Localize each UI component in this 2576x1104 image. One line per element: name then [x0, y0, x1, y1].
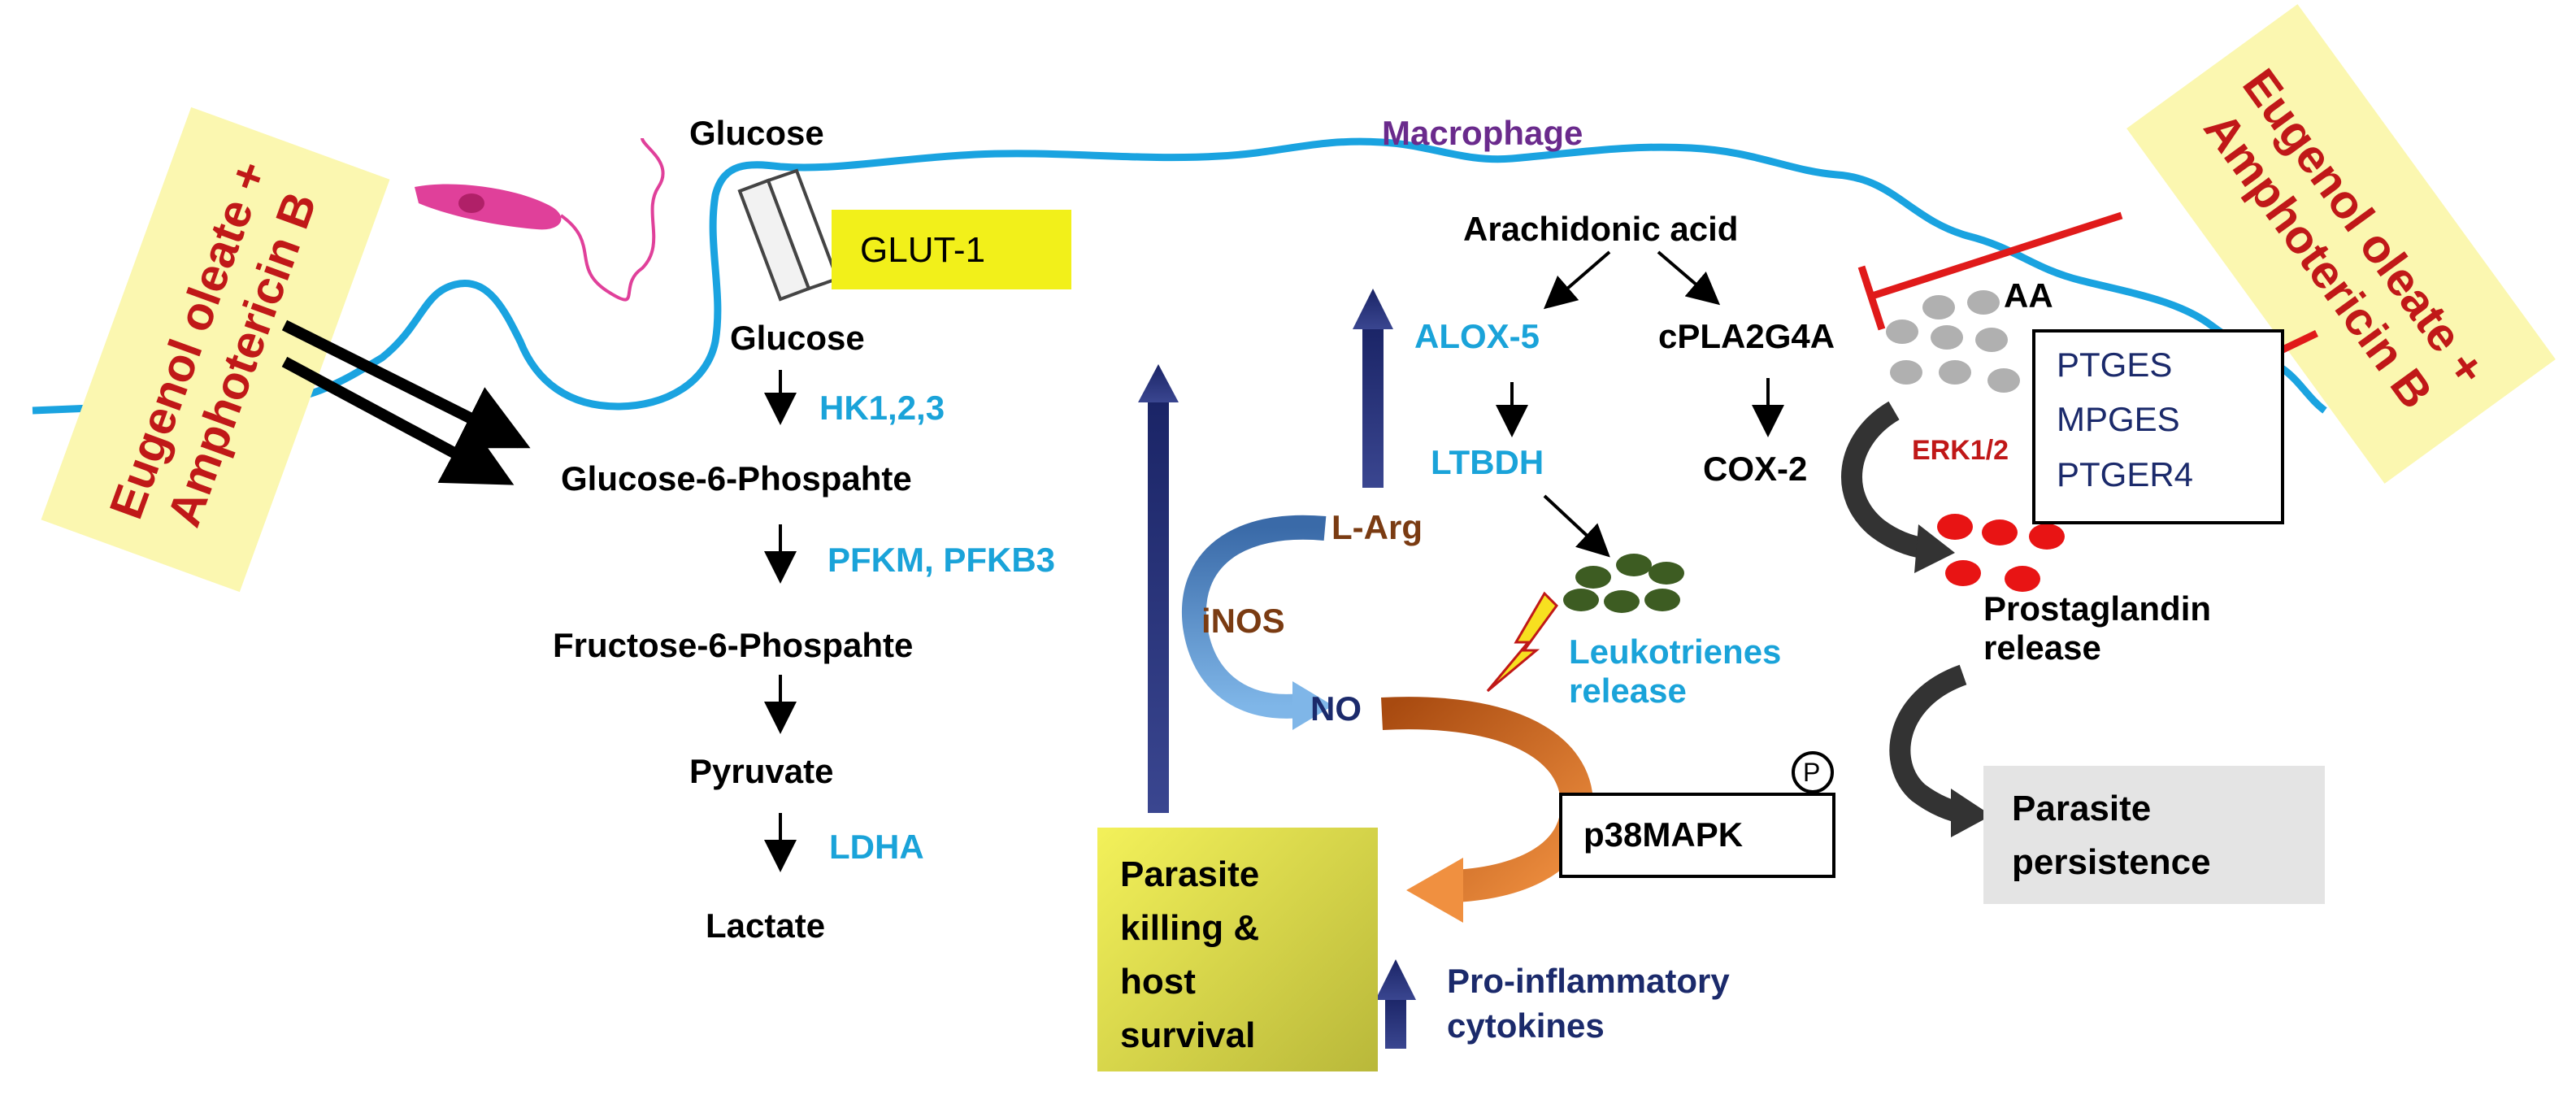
p38mapk-label: p38MAPK	[1583, 815, 1744, 854]
cox2-label: COX-2	[1703, 450, 1808, 488]
no-label: NO	[1310, 689, 1362, 728]
killing-line4: survival	[1120, 1015, 1256, 1055]
persistence-arrow	[1889, 664, 1992, 837]
pfk-enzyme-label: PFKM, PFKB3	[828, 541, 1056, 579]
mpges-label: MPGES	[2057, 400, 2180, 438]
treatment-box-left	[41, 106, 390, 593]
pyruvate-label: Pyruvate	[689, 752, 834, 790]
navy-up-arrows	[1138, 289, 1416, 1049]
arachidonic-arrows	[1496, 250, 1784, 558]
pro-inflammatory-label: Pro-inflammatory cytokines	[1447, 959, 1730, 1048]
alox5-label: ALOX-5	[1414, 317, 1540, 355]
glut1-box	[832, 210, 1071, 289]
persistence-line2: persistence	[2012, 842, 2211, 882]
leukotrienes-release-label: Leukotrienes release	[1569, 632, 1781, 711]
erk-arrow	[1841, 401, 1955, 573]
treatment-arrows	[281, 319, 531, 485]
glucose-inside-label: Glucose	[730, 319, 865, 357]
killing-line1: Parasite	[1120, 854, 1260, 894]
ptges-label: PTGES	[2057, 346, 2173, 384]
persistence-line1: Parasite	[2012, 789, 2152, 828]
no-orange-arrow	[1381, 697, 1594, 923]
aa-label: AA	[2004, 276, 2053, 315]
cytokines-line2: cytokines	[1447, 1006, 1605, 1045]
parasite-killing-label: Parasite killing & host survival	[1120, 848, 1259, 1063]
glut1-label: GLUT-1	[860, 230, 986, 270]
prostaglandin-release-label: Prostaglandin release	[1983, 589, 2211, 668]
ltbdh-label: LTBDH	[1431, 443, 1544, 481]
aa-dots	[1886, 290, 2020, 393]
arachidonic-acid-label: Arachidonic acid	[1463, 210, 1739, 248]
leukotriene-dots	[1563, 554, 1684, 613]
cytokines-line1: Pro-inflammatory	[1447, 962, 1730, 1000]
parasite-persistence-box	[1983, 766, 2325, 904]
leukotrienes-line2: release	[1569, 672, 1687, 711]
lactate-label: Lactate	[706, 906, 826, 945]
parasite-killing-box	[1097, 828, 1378, 1071]
inos-label: iNOS	[1201, 602, 1285, 640]
glucose-outside-label: Glucose	[689, 114, 824, 152]
p38mapk-box	[1559, 793, 1835, 878]
prostaglandin-line2: release	[1983, 628, 2101, 667]
lightning-icon	[1486, 591, 1558, 693]
g6p-label: Glucose-6-Phospahte	[561, 459, 912, 498]
ptges-box	[2032, 329, 2284, 524]
erk-label: ERK1/2	[1912, 435, 2009, 466]
cpla2g4a-label: cPLA2G4A	[1658, 317, 1835, 355]
macrophage-membrane	[32, 137, 2327, 415]
phospho-circle	[1792, 751, 1834, 793]
hk-enzyme-label: HK1,2,3	[819, 389, 945, 427]
f6p-label: Fructose-6-Phospahte	[553, 626, 914, 664]
glut1-transporter-icon	[737, 168, 840, 302]
phospho-label: P	[1803, 758, 1821, 787]
killing-line3: host	[1120, 962, 1196, 1002]
prostaglandin-dots	[1937, 514, 2065, 592]
prostaglandin-line1: Prostaglandin	[1983, 589, 2212, 628]
treatment-box-right	[2126, 4, 2556, 484]
macrophage-label: Macrophage	[1382, 114, 1583, 152]
parasite-icon	[415, 137, 665, 302]
ptger4-label: PTGER4	[2057, 455, 2194, 493]
ldha-enzyme-label: LDHA	[829, 828, 924, 866]
inos-arrow	[1181, 515, 1333, 730]
killing-line2: killing &	[1120, 908, 1260, 948]
parasite-persistence-label: Parasite persistence	[2012, 782, 2211, 889]
leukotrienes-line1: Leukotrienes	[1569, 632, 1782, 671]
larg-label: L-Arg	[1331, 508, 1423, 546]
